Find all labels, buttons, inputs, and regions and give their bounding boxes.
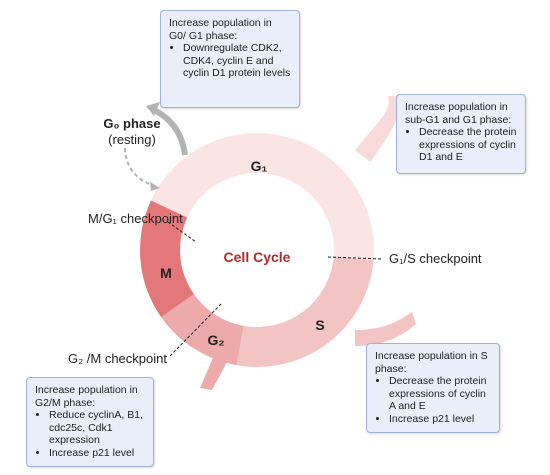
mg1-checkpoint-line — [167, 221, 197, 243]
g0-g1-box-heading: Increase population in G0/ G1 phase: — [169, 17, 272, 42]
g0-g1-box-item: Downregulate CDK2, CDK4, cyclin E and cy… — [183, 42, 291, 80]
g2-phase-label: G₂ — [207, 332, 224, 348]
g1-phase-label: G₁ — [251, 158, 268, 174]
s-phase-info-box: Increase population in S phase: Decrease… — [366, 343, 500, 433]
g0-exit-arrowhead — [146, 102, 160, 116]
g0-return-arrowhead — [150, 182, 160, 191]
g2m-checkpoint-label: G₂ /M checkpoint — [68, 351, 167, 366]
m-phase-segment — [140, 200, 194, 318]
sub-g1-box-item: Decrease the protein expressions of cycl… — [419, 126, 517, 164]
g1-branch-tail — [355, 96, 401, 162]
s-phase-box-item: Increase p21 level — [389, 413, 491, 426]
s-phase-box-item: Decrease the protein expressions of cycl… — [389, 375, 491, 413]
sub-g1-info-box: Increase population in sub-G1 and G1 pha… — [396, 94, 526, 174]
mg1-checkpoint-label: M/G₁ checkpoint — [88, 211, 183, 226]
m-phase-label: M — [160, 265, 172, 281]
g2-phase-segment — [161, 294, 244, 366]
g0-g1-info-box: Increase population in G0/ G1 phase: Dow… — [160, 10, 300, 108]
s-branch-tail — [355, 312, 416, 346]
g2m-checkpoint-line — [169, 302, 223, 357]
g0-phase-label: G₀ phase — [103, 116, 160, 131]
g0-resting-label: (resting) — [108, 132, 156, 147]
g2-m-box-item: Reduce cyclinA, B1, cdc25c, Cdk1 express… — [49, 409, 145, 447]
g0-exit-arrow — [152, 107, 188, 156]
sub-g1-box-heading: Increase population in sub-G1 and G1 pha… — [405, 101, 512, 126]
s-phase-box-heading: Increase population in S phase: — [375, 350, 488, 375]
g1s-checkpoint-line — [327, 256, 383, 260]
cell-cycle-title: Cell Cycle — [224, 249, 291, 265]
s-phase-segment — [236, 256, 374, 367]
g1-phase-segment — [150, 133, 375, 261]
g2-m-box-heading: Increase population in G2/M phase: — [35, 384, 138, 409]
g2-m-box-item: Increase p21 level — [49, 447, 145, 460]
g1s-checkpoint-label: G₁/S checkpoint — [389, 251, 482, 266]
s-phase-label: S — [315, 317, 324, 333]
g2-m-info-box: Increase population in G2/M phase: Reduc… — [26, 377, 154, 467]
g0-return-arrow — [124, 147, 156, 187]
